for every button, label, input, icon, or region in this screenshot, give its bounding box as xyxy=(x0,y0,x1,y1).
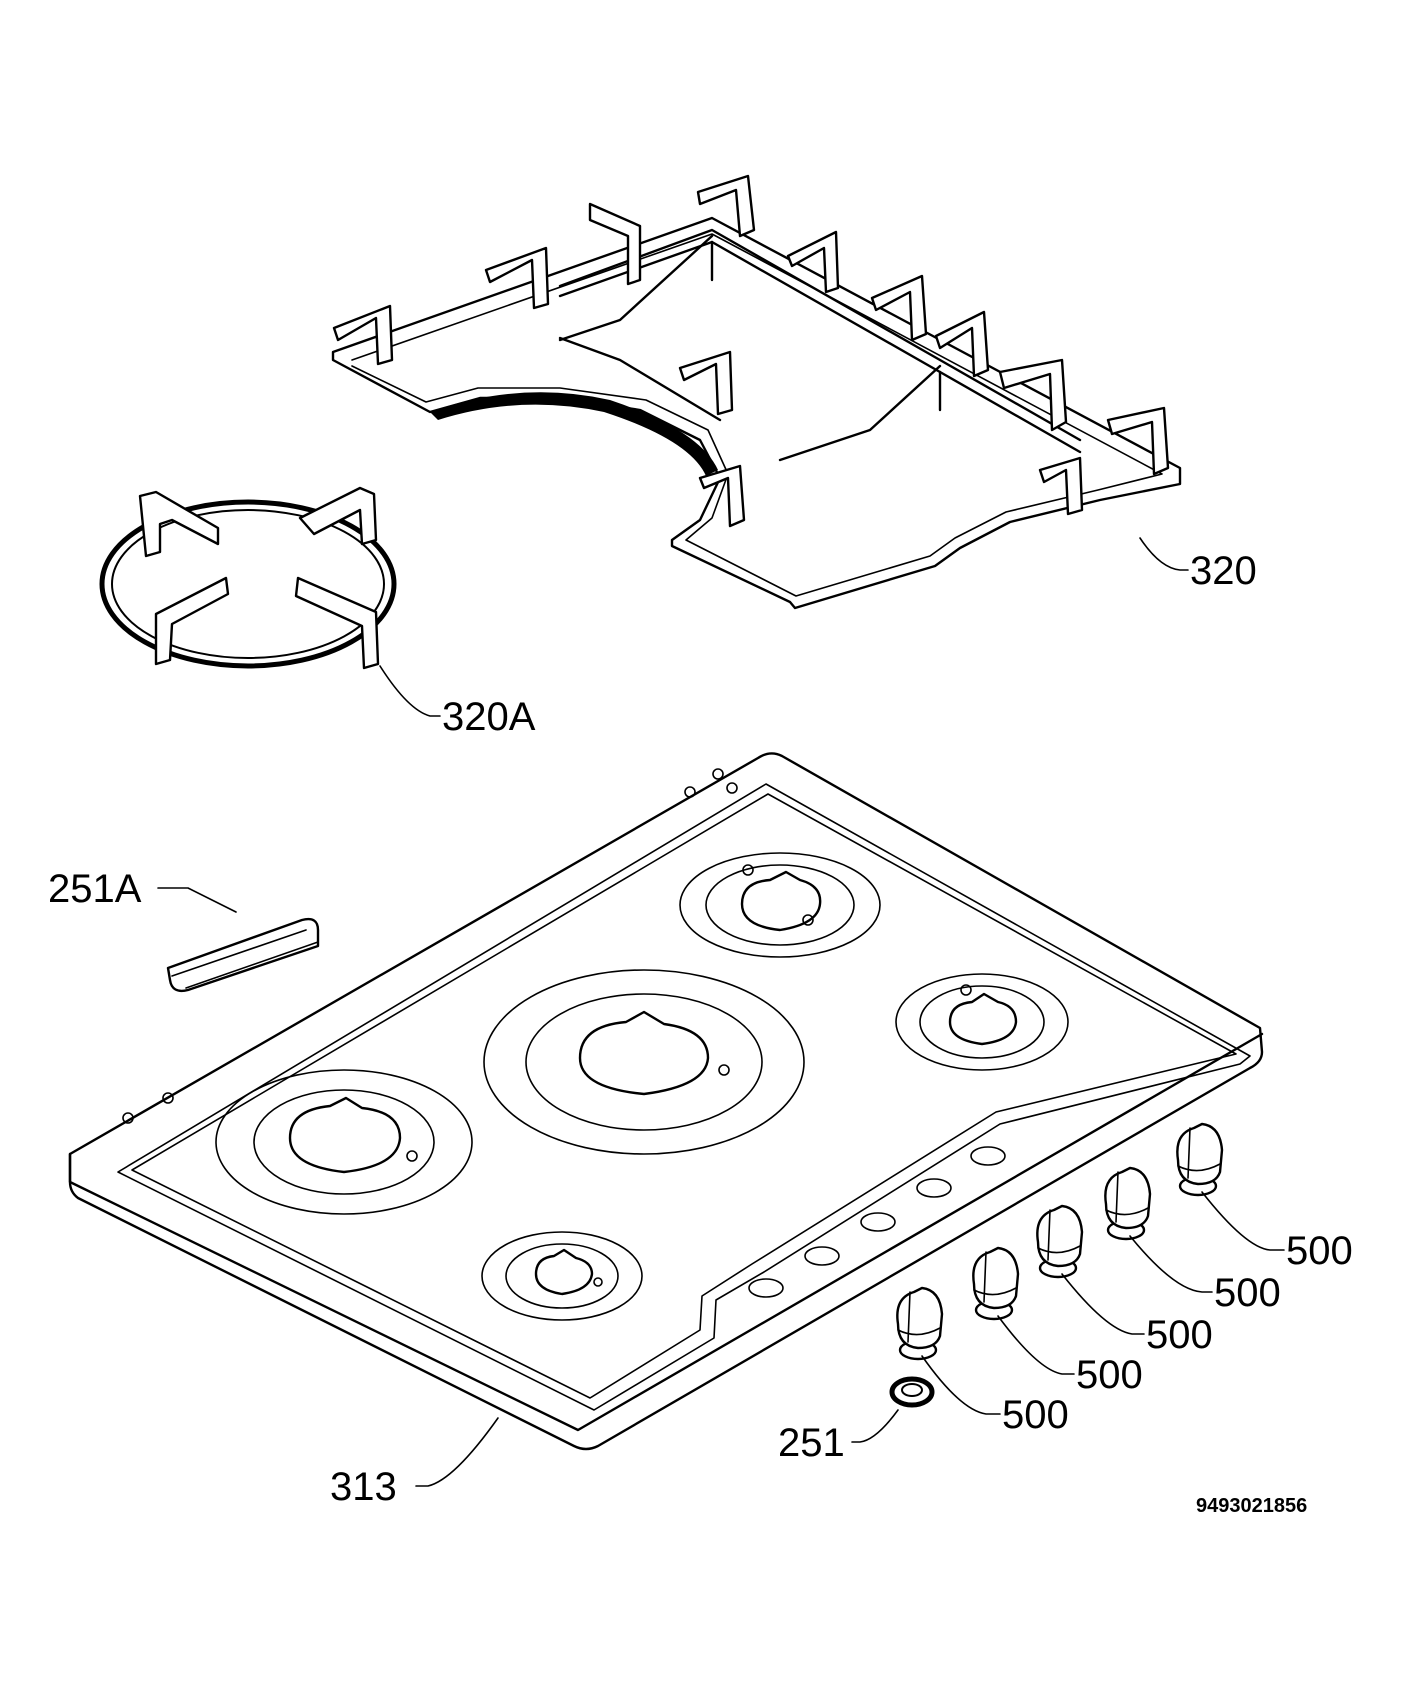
knob-3 xyxy=(1036,1204,1084,1279)
label-320: 320 xyxy=(1190,549,1257,593)
knob-5 xyxy=(1176,1122,1224,1197)
leader-500-2 xyxy=(997,1315,1075,1375)
part-251-seal xyxy=(889,1376,935,1408)
leader-251a xyxy=(157,887,237,913)
leader-500-5 xyxy=(1201,1191,1285,1251)
label-320a: 320A xyxy=(442,695,536,739)
leader-320a xyxy=(379,665,441,717)
label-500-3: 500 xyxy=(1146,1313,1213,1357)
label-500-1: 500 xyxy=(1002,1393,1069,1437)
leader-251 xyxy=(851,1409,899,1443)
part-251a-clip xyxy=(166,917,320,993)
label-500-4: 500 xyxy=(1214,1271,1281,1315)
knob-4 xyxy=(1104,1166,1152,1241)
label-251: 251 xyxy=(778,1421,845,1465)
callout-labels: 320 320A 251A 313 251 500 500 500 500 50… xyxy=(48,549,1353,1509)
label-500-2: 500 xyxy=(1076,1353,1143,1397)
leader-lines xyxy=(157,537,1285,1487)
leader-500-1 xyxy=(921,1355,1001,1415)
leader-500-3 xyxy=(1061,1273,1145,1335)
drawing-code: 9493021856 xyxy=(1196,1495,1307,1517)
part-313-hob-plate xyxy=(68,752,1264,1451)
leader-320 xyxy=(1139,537,1189,571)
part-320a-ring-grate xyxy=(99,486,397,670)
leader-313 xyxy=(415,1417,499,1487)
part-500-knobs xyxy=(896,1122,1224,1361)
knob-2 xyxy=(972,1246,1020,1321)
knob-1 xyxy=(896,1286,944,1361)
label-500-5: 500 xyxy=(1286,1229,1353,1273)
part-320-main-grate xyxy=(331,174,1182,610)
label-251a: 251A xyxy=(48,867,142,911)
leader-500-4 xyxy=(1129,1235,1213,1293)
label-313: 313 xyxy=(330,1465,397,1509)
